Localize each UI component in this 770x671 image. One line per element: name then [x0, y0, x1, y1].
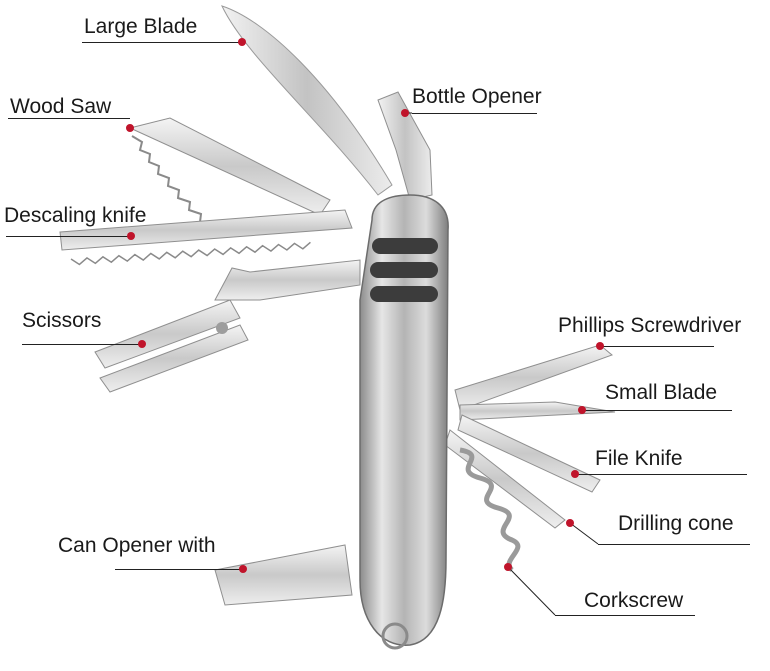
phillips-screwdriver-leader	[600, 346, 714, 347]
can-opener-dot	[239, 565, 247, 573]
large-blade-shape	[221, 5, 393, 196]
phillips-screwdriver-shape	[454, 344, 613, 411]
small-blade-shape	[459, 401, 616, 421]
file-knife-dot	[571, 470, 579, 478]
label-descaling-knife: Descaling knife	[4, 204, 147, 227]
scissors-dot	[138, 340, 146, 348]
grip-slot-1	[372, 238, 438, 254]
drilling-cone-dot	[566, 519, 574, 527]
key-ring	[381, 622, 409, 650]
grip-slot-3	[370, 286, 438, 302]
wood-saw-shape	[128, 117, 331, 227]
descaling-knife-shape	[59, 209, 353, 266]
scissors-leader	[22, 344, 142, 345]
label-file-knife: File Knife	[595, 447, 683, 470]
phillips-screwdriver-dot	[596, 342, 604, 350]
descaling-knife-leader	[6, 236, 131, 237]
file-knife-leader	[575, 474, 747, 475]
label-small-blade: Small Blade	[605, 381, 718, 404]
label-phillips-screwdriver: Phillips Screwdriver	[558, 314, 742, 337]
label-scissors: Scissors	[22, 309, 102, 332]
can-opener-leader	[115, 569, 243, 570]
bottle-opener-shape	[377, 91, 433, 201]
small-blade-dot	[578, 406, 586, 414]
wood-saw-leader	[8, 118, 130, 119]
handle-body	[359, 194, 449, 646]
large-blade-dot	[238, 38, 246, 46]
corkscrew-leader	[555, 615, 695, 616]
label-corkscrew: Corkscrew	[584, 589, 684, 612]
grip-slot-2	[370, 262, 438, 278]
bottle-opener-leader	[412, 113, 537, 114]
drilling-cone-leader	[598, 544, 750, 545]
file-knife-shape	[457, 414, 601, 493]
label-bottle-opener: Bottle Opener	[412, 85, 542, 108]
label-can-opener: Can Opener with	[58, 534, 216, 557]
bottle-opener-dot	[401, 109, 409, 117]
corkscrew-shape	[459, 447, 521, 572]
wood-saw-dot	[126, 124, 134, 132]
label-wood-saw: Wood Saw	[10, 95, 112, 118]
large-blade-leader	[82, 42, 242, 43]
descaling-knife-dot	[127, 232, 135, 240]
small-blade-leader	[582, 410, 732, 411]
label-large-blade: Large Blade	[84, 15, 198, 38]
can-opener-shape	[214, 544, 353, 606]
scissors-shape	[94, 259, 361, 393]
corkscrew-dot	[504, 563, 512, 571]
label-drilling-cone: Drilling cone	[618, 512, 734, 535]
